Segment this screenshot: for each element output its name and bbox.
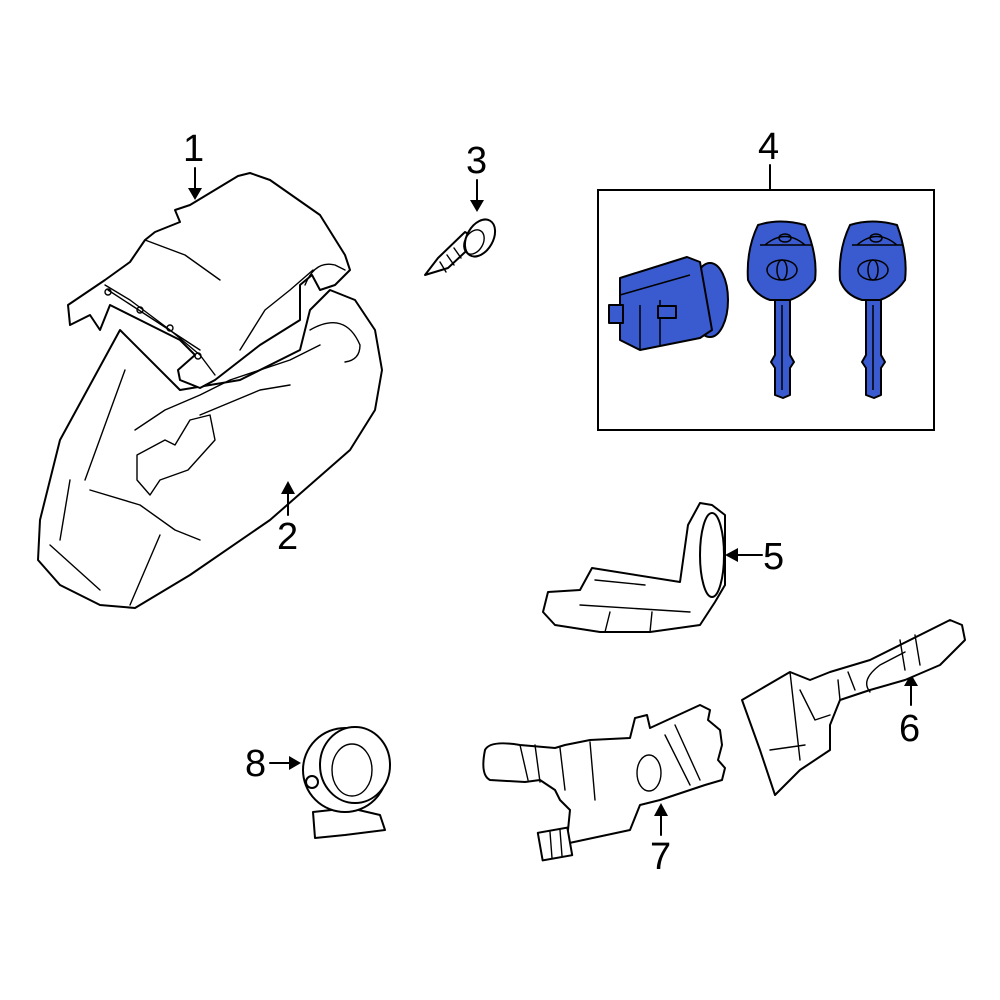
callout-7: 7 (650, 836, 672, 878)
callout-6: 6 (899, 708, 921, 750)
callout-2: 2 (277, 516, 299, 558)
callout-3: 3 (466, 140, 488, 182)
part-1-upper-column-cover[interactable] (67, 172, 351, 389)
callout-1: 1 (183, 128, 205, 170)
key-icon (746, 220, 817, 399)
key-icon (838, 220, 907, 399)
part-5-key-reminder-switch[interactable] (542, 502, 726, 633)
part-4-lock-set-box[interactable] (597, 189, 935, 431)
part-6-wiper-switch[interactable] (741, 619, 966, 796)
part-8-clock-spring[interactable] (302, 726, 391, 839)
leader-lines (188, 164, 918, 836)
part-7-combination-switch[interactable] (482, 704, 726, 862)
part-3-screw[interactable] (424, 214, 501, 276)
lock-cylinder-icon (608, 256, 729, 351)
callout-4: 4 (758, 126, 780, 168)
callout-8: 8 (245, 743, 267, 785)
part-2-lower-column-cover[interactable] (37, 289, 383, 609)
callout-5: 5 (763, 536, 785, 578)
